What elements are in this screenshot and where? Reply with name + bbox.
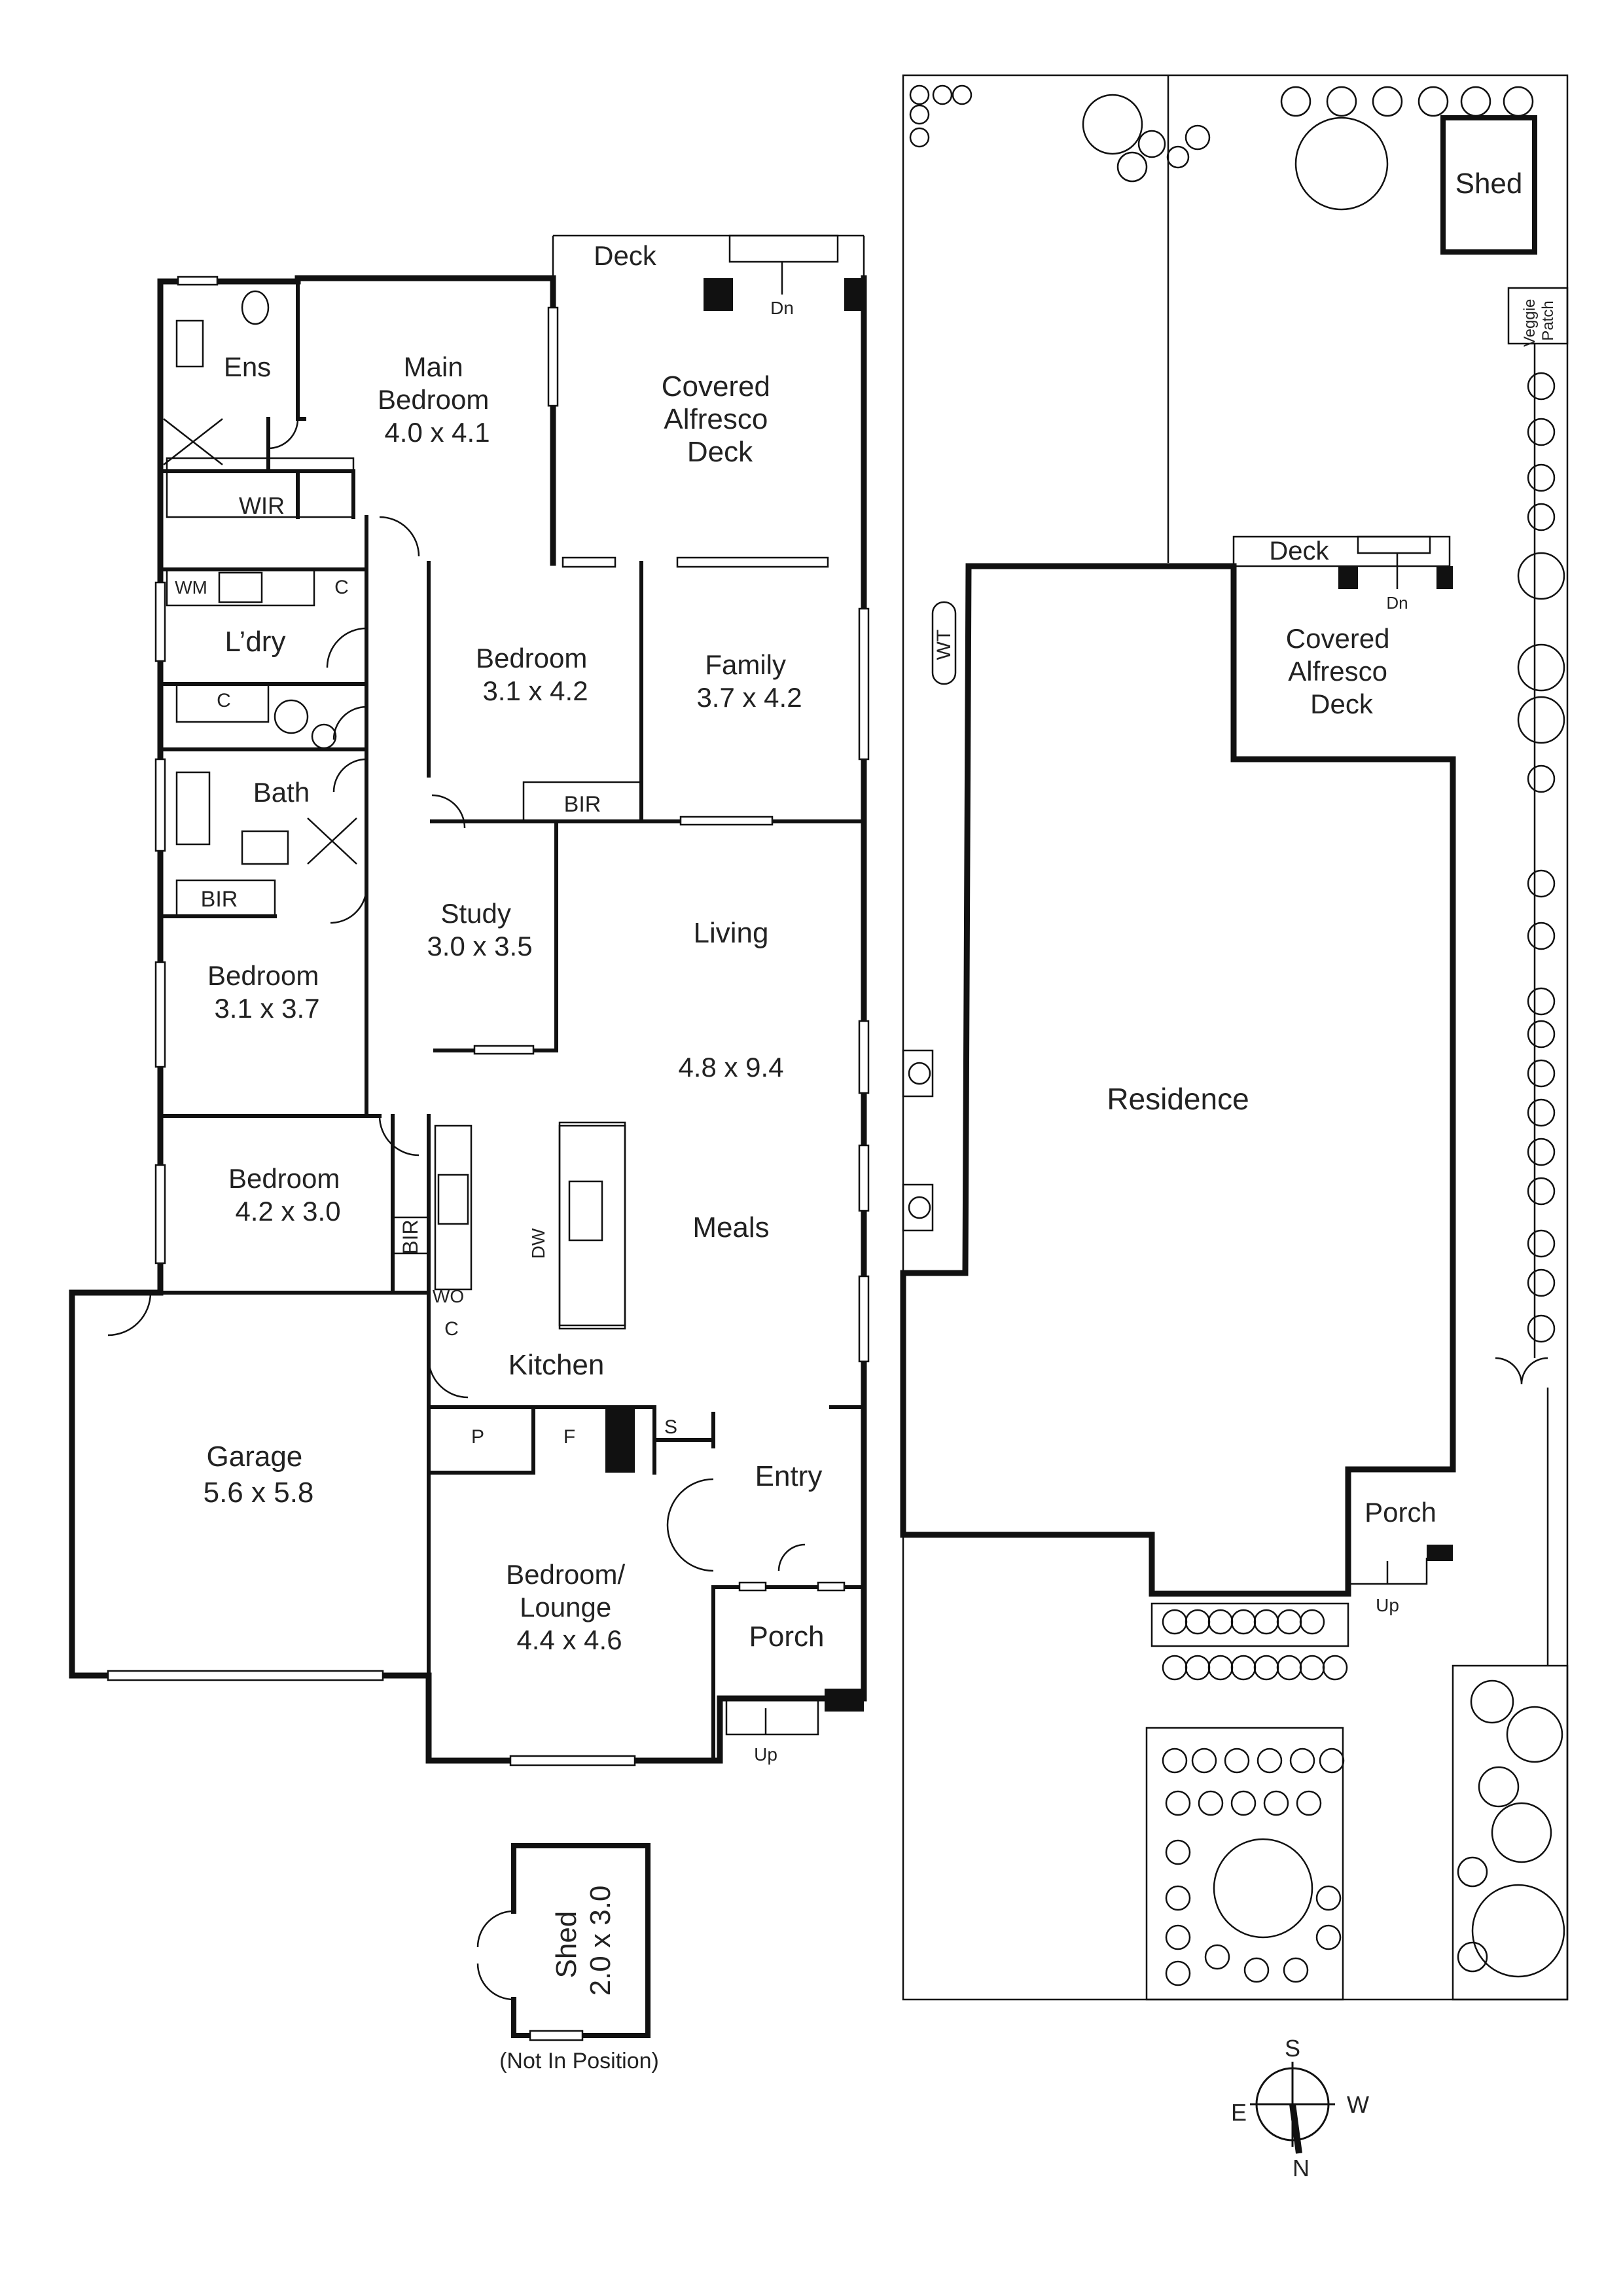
bedroom3-label: Bedroom 3.1 x 3.7 bbox=[207, 960, 327, 1024]
shed-label: Shed 2.0 x 3.0 bbox=[550, 1886, 616, 1996]
main-bedroom-line-2: Bedroom bbox=[378, 384, 489, 415]
wir-label: WIR bbox=[239, 492, 285, 519]
family-line-1: Family bbox=[705, 649, 786, 680]
compass-e: E bbox=[1231, 2099, 1247, 2126]
wt-label: WT bbox=[933, 630, 955, 660]
bath-label: Bath bbox=[253, 777, 310, 808]
wm-label: WM bbox=[175, 577, 207, 598]
entry-label: Entry bbox=[755, 1460, 823, 1492]
living-label: Living bbox=[694, 917, 769, 949]
compass-s: S bbox=[1285, 2035, 1300, 2062]
bir3-label: BIR bbox=[201, 887, 238, 912]
kitchen-label: Kitchen bbox=[508, 1349, 605, 1381]
shed-note: (Not In Position) bbox=[499, 2049, 659, 2073]
deck-dn-label: Dn bbox=[770, 298, 794, 318]
bedroom2-label: Bedroom 3.1 x 4.2 bbox=[476, 643, 595, 706]
bedroom3-dims: 3.1 x 3.7 bbox=[214, 993, 319, 1024]
door-swings bbox=[107, 418, 806, 1572]
garage-dims: 5.6 x 5.8 bbox=[204, 1477, 314, 1509]
s-label: S bbox=[664, 1416, 677, 1438]
compass-w: W bbox=[1347, 2091, 1369, 2118]
veggie-patch bbox=[1507, 287, 1569, 345]
garage-line-1: Garage bbox=[207, 1441, 303, 1473]
bir4-label: BIR bbox=[399, 1219, 422, 1254]
site-boundary bbox=[902, 74, 1569, 2001]
site-shed-label: Shed bbox=[1455, 168, 1523, 200]
residence-label: Residence bbox=[1107, 1082, 1249, 1116]
site-alfresco-label: Covered Alfresco Deck bbox=[1286, 623, 1397, 719]
site-plan: Shed Veggie Patch WT Deck Dn Covered Alf… bbox=[900, 74, 1569, 2001]
alfresco-line-3: Deck bbox=[687, 436, 753, 468]
shed-outline bbox=[476, 1843, 651, 2041]
alfresco-label: Covered Alfresco Deck bbox=[662, 370, 779, 468]
bedroom-lounge-label: Bedroom/ Lounge 4.4 x 4.6 bbox=[506, 1559, 633, 1655]
laundry-c-label: C bbox=[334, 577, 349, 598]
site-porch-label: Porch bbox=[1364, 1497, 1436, 1528]
main-bedroom-dims: 4.0 x 4.1 bbox=[384, 417, 490, 448]
study-label: Study 3.0 x 3.5 bbox=[427, 898, 532, 961]
veggie-patch-line-2: Patch bbox=[1539, 300, 1557, 340]
veggie-patch-label: Veggie Patch bbox=[1521, 295, 1557, 347]
bir2-label: BIR bbox=[564, 792, 601, 817]
wc-c-label: C bbox=[217, 690, 231, 711]
bedroom3-line-1: Bedroom bbox=[207, 960, 319, 991]
main-bedroom-label: Main Bedroom 4.0 x 4.1 bbox=[378, 351, 497, 448]
interior-walls bbox=[158, 276, 866, 1763]
bedroom4-label: Bedroom 4.2 x 3.0 bbox=[228, 1163, 348, 1227]
fixtures bbox=[163, 234, 864, 1736]
veggie-patch-line-1: Veggie bbox=[1521, 299, 1539, 347]
site-deck-label: Deck bbox=[1269, 537, 1329, 565]
site-alfresco-line-2: Alfresco bbox=[1288, 656, 1387, 687]
compass-icon: S W E N bbox=[1231, 2035, 1369, 2181]
alfresco-line-1: Covered bbox=[662, 370, 770, 403]
wo-label: WO bbox=[433, 1286, 464, 1306]
living-dims: 4.8 x 9.4 bbox=[678, 1052, 783, 1083]
dw-label: DW bbox=[528, 1228, 548, 1259]
tree-icons bbox=[908, 84, 1565, 1986]
house-floor-plan: Ens Main Bedroom 4.0 x 4.1 WIR Deck Dn C… bbox=[69, 234, 870, 2073]
laundry-label: L’dry bbox=[225, 626, 286, 658]
garage-label: Garage 5.6 x 5.8 bbox=[204, 1441, 314, 1509]
deck-label: Deck bbox=[594, 240, 657, 271]
bedroom-lounge-line-1: Bedroom/ bbox=[506, 1559, 625, 1590]
family-dims: 3.7 x 4.2 bbox=[696, 682, 802, 713]
site-shed bbox=[1440, 115, 1537, 255]
bedroom2-dims: 3.1 x 4.2 bbox=[482, 675, 588, 706]
kitchen-c-label: C bbox=[444, 1318, 459, 1340]
compass-n: N bbox=[1293, 2155, 1310, 2181]
site-deck-dn-label: Dn bbox=[1386, 593, 1408, 613]
fridge-label: F bbox=[563, 1426, 575, 1448]
main-bedroom-line-1: Main bbox=[404, 351, 463, 382]
family-label: Family 3.7 x 4.2 bbox=[696, 649, 802, 713]
bedroom-lounge-dims: 4.4 x 4.6 bbox=[516, 1624, 622, 1655]
porch-up-label: Up bbox=[754, 1744, 777, 1765]
bedroom-lounge-line-2: Lounge bbox=[520, 1592, 611, 1623]
porch-label: Porch bbox=[749, 1621, 825, 1653]
shed-line-1: Shed bbox=[550, 1911, 582, 1979]
residence-outline bbox=[900, 563, 1456, 1597]
site-alfresco-line-1: Covered bbox=[1286, 623, 1390, 654]
study-dims: 3.0 x 3.5 bbox=[427, 931, 532, 961]
meals-label: Meals bbox=[692, 1211, 769, 1244]
ensuite-label: Ens bbox=[224, 351, 271, 382]
windows bbox=[107, 276, 870, 1767]
bedroom2-line-1: Bedroom bbox=[476, 643, 587, 673]
shed-dims: 2.0 x 3.0 bbox=[584, 1886, 616, 1996]
bedroom4-dims: 4.2 x 3.0 bbox=[235, 1196, 340, 1227]
alfresco-line-2: Alfresco bbox=[664, 403, 768, 435]
bedroom4-line-1: Bedroom bbox=[228, 1163, 340, 1194]
site-alfresco-line-3: Deck bbox=[1310, 689, 1374, 719]
study-line-1: Study bbox=[440, 898, 510, 929]
pantry-label: P bbox=[471, 1426, 484, 1448]
site-porch-up-label: Up bbox=[1376, 1595, 1399, 1615]
